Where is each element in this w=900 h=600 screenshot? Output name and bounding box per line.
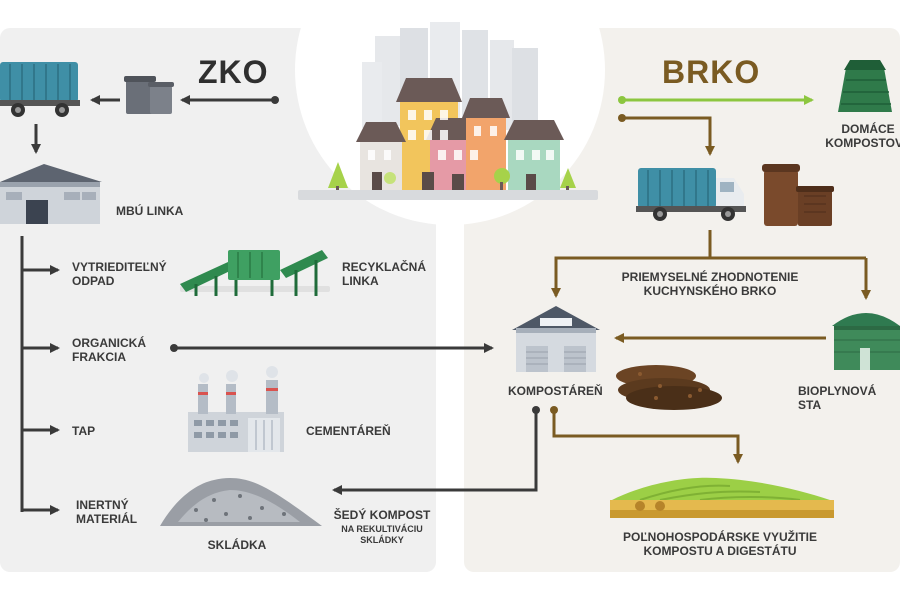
mbu-warehouse-icon <box>0 164 102 224</box>
home-composter-icon <box>838 60 892 112</box>
landfill-icon <box>160 478 322 526</box>
grey-compost-title: ŠEDÝ KOMPOST <box>333 508 431 522</box>
composting-label: KOMPOSTÁREŇ <box>508 384 603 398</box>
grey-compost-sub: NA REKULTIVÁCIU SKLÁDKY <box>341 524 423 545</box>
recycling-label: RECYKLAČNÁ LINKA <box>342 260 426 288</box>
branch-label-organic: ORGANICKÁ FRAKCIA <box>72 336 146 364</box>
cement-plant-icon <box>188 366 284 452</box>
branch-label-sortable: VYTRIEDITEĽNÝ ODPAD <box>72 260 167 288</box>
agri-label: POĽNOHOSPODÁRSKE VYUŽITIE KOMPOSTU A DIG… <box>622 530 818 558</box>
arrow-to-composting <box>551 256 866 298</box>
biogas-station-icon <box>832 313 900 370</box>
arrow-composting-to-field <box>552 410 743 464</box>
agricultural-field-icon <box>610 477 834 518</box>
garbage-truck-icon <box>0 62 80 117</box>
city-icon <box>298 22 598 200</box>
cement-label: CEMENTÁREŇ <box>306 424 391 438</box>
waste-bins-icon <box>124 76 174 114</box>
biogas-label: BIOPLYNOVÁ STA <box>798 384 877 412</box>
arrow-composting-to-landfill <box>332 410 538 495</box>
composting-plant-icon <box>512 306 600 372</box>
garbage-truck-icon <box>636 168 746 221</box>
zko-title: ZKO <box>198 54 269 90</box>
branch-label-inert: INERTNÝ MATERIÁL <box>76 498 138 526</box>
mbu-label: MBÚ LINKA <box>116 204 184 218</box>
landfill-label: SKLÁDKA <box>207 538 267 552</box>
industrial-label: PRIEMYSELNÉ ZHODNOTENIE KUCHYNSKÉHO BRKO <box>621 270 799 298</box>
brko-title: BRKO <box>662 54 761 90</box>
arrow-brko-to-truck <box>622 116 715 156</box>
brown-bins-icon <box>762 164 834 226</box>
recycling-line-icon <box>180 250 330 296</box>
home-compost-label: DOMÁCE KOMPOSTOVA <box>825 122 900 150</box>
branch-label-tap: TAP <box>72 424 96 438</box>
compost-piles-icon <box>616 365 722 410</box>
